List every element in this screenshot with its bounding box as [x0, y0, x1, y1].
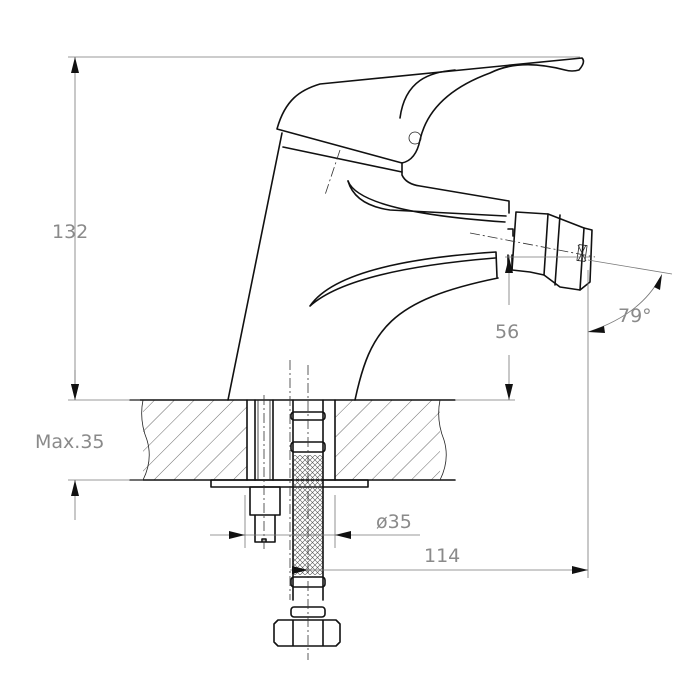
dimension-spout-height: 56	[455, 255, 590, 401]
dimension-label-79: 79°	[618, 305, 652, 327]
dimension-height: 132	[52, 56, 580, 401]
dimension-label-114: 114	[424, 545, 460, 567]
dimension-label-max35: Max.35	[35, 431, 105, 453]
countertop-section	[129, 399, 456, 488]
mounting-plate	[210, 479, 369, 488]
flexible-hose	[273, 360, 341, 660]
dimension-reach: 114	[290, 545, 588, 574]
dimension-angle: 79°	[587, 259, 673, 578]
dimension-max-thickness: Max.35	[35, 370, 143, 520]
faucet-body	[227, 57, 596, 401]
dimension-label-56: 56	[495, 321, 519, 343]
dimension-label-d35: ø35	[376, 511, 412, 533]
dimension-label-132: 132	[52, 221, 88, 243]
dimension-hole-diameter: ø35	[210, 495, 420, 548]
threaded-stud	[249, 395, 281, 550]
hex-nut	[273, 619, 341, 647]
